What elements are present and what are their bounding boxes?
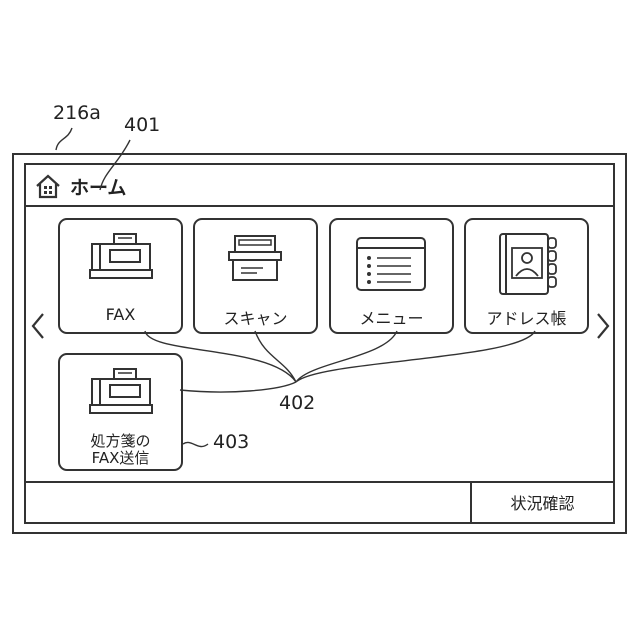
page-title: ホーム [70, 173, 126, 200]
chevron-left-icon[interactable] [28, 311, 48, 341]
address-book-button-label: アドレス帳 [466, 305, 587, 329]
footer-bar: 状況確認 [26, 481, 613, 524]
scan-button[interactable]: スキャン [193, 218, 318, 334]
chevron-right-icon[interactable] [593, 311, 613, 341]
menu-button-label: メニュー [331, 305, 452, 329]
fax-button[interactable]: FAX [58, 218, 183, 334]
prescription-fax-label-line2: FAX送信 [60, 450, 181, 467]
address-book-icon [496, 232, 560, 298]
address-book-button[interactable]: アドレス帳 [464, 218, 589, 334]
prescription-fax-button-label: 処方箋の FAX送信 [60, 433, 181, 467]
prescription-fax-button[interactable]: 処方箋の FAX送信 [58, 353, 183, 471]
status-check-button[interactable]: 状況確認 [472, 483, 613, 524]
title-bar: ホーム [26, 165, 613, 207]
fax-icon [88, 232, 154, 282]
leader-216a [56, 128, 72, 150]
menu-list-icon [355, 236, 427, 294]
fax-icon [88, 367, 154, 417]
scanner-icon [223, 234, 289, 286]
scan-button-label: スキャン [195, 305, 316, 329]
fax-button-label: FAX [60, 305, 181, 324]
operation-screen: ホーム FAX スキャン [24, 163, 615, 524]
menu-button[interactable]: メニュー [329, 218, 454, 334]
ref-label-device: 216a [53, 102, 101, 124]
home-icon[interactable] [35, 173, 61, 199]
prescription-fax-label-line1: 処方箋の [60, 433, 181, 450]
ref-label-title-bar: 401 [124, 114, 160, 136]
